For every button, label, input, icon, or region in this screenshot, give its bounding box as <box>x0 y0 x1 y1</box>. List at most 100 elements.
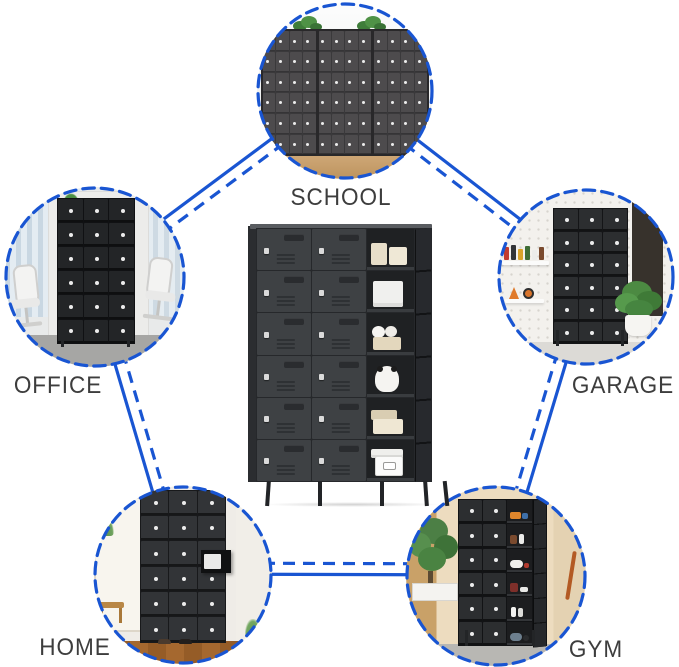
locker-door <box>262 113 275 134</box>
locker-door <box>58 247 83 271</box>
cabinet-leg <box>318 481 322 506</box>
open-locker-door <box>200 550 232 574</box>
locker-door <box>345 113 358 134</box>
locker-door <box>401 72 414 93</box>
locker-door <box>83 222 109 247</box>
locker-door <box>414 72 428 93</box>
locker-door <box>197 515 225 541</box>
locker-door <box>553 209 578 231</box>
dining-table <box>98 601 125 623</box>
shelf-plush-and-basket <box>366 313 414 355</box>
locker-door <box>401 52 414 72</box>
locker-leg <box>127 331 131 348</box>
cabinet-leg <box>380 481 384 506</box>
locker-door <box>262 72 275 93</box>
locker-door <box>276 113 289 134</box>
locker-door <box>483 499 507 524</box>
tool-shelf <box>501 237 550 265</box>
cabinet-top <box>250 224 432 229</box>
locker-door <box>276 134 289 155</box>
locker-door <box>459 524 483 548</box>
locker-door <box>318 31 331 51</box>
locker-door <box>83 295 109 319</box>
locker-doors <box>58 198 134 343</box>
locker-door <box>401 134 414 155</box>
locker-door <box>58 222 83 247</box>
locker-door <box>374 52 387 72</box>
locker-door <box>553 254 578 276</box>
locker-door <box>83 198 109 222</box>
locker-door <box>387 134 401 155</box>
cabinet-front <box>256 228 432 482</box>
locker-door <box>345 31 358 51</box>
locker-door <box>553 276 578 299</box>
locker-door <box>169 617 197 642</box>
locker-door <box>603 254 628 276</box>
locker-door <box>358 52 372 72</box>
locker-door <box>358 93 372 113</box>
school-scene-photo <box>257 3 433 179</box>
locker-door <box>141 541 169 566</box>
shelf-folded-linens <box>366 271 414 313</box>
locker-door <box>345 134 358 155</box>
locker-door <box>318 134 331 155</box>
cabinet-leg <box>423 480 429 507</box>
locker-unit <box>262 31 316 155</box>
product-locker-cabinet <box>248 224 450 507</box>
locker-door <box>331 31 345 51</box>
locker-door <box>414 134 428 155</box>
closed-door-column <box>311 229 366 482</box>
locker-door <box>109 295 134 319</box>
shelf-panda-plush <box>366 355 414 397</box>
potted-plant-icon <box>613 275 665 342</box>
locker-door <box>401 93 414 113</box>
locker-door <box>83 271 109 295</box>
office-scene-photo <box>5 187 185 367</box>
locker-door <box>414 113 428 134</box>
locker-door <box>289 52 302 72</box>
potted-plant-icon <box>408 515 466 606</box>
locker-door <box>109 222 134 247</box>
locker-door <box>262 134 275 155</box>
locker-door <box>345 52 358 72</box>
locker-door <box>197 617 225 642</box>
locker-door <box>289 93 302 113</box>
locker-door <box>578 254 603 276</box>
label-office: OFFICE <box>13 372 103 399</box>
shelf-boxes <box>366 397 414 439</box>
locker-door <box>276 72 289 93</box>
locker-door <box>374 93 387 113</box>
locker-door <box>169 490 197 515</box>
label-school: SCHOOL <box>290 184 392 211</box>
locker-door <box>483 597 507 621</box>
locker-door <box>289 31 302 51</box>
locker-door <box>262 52 275 72</box>
locker-door <box>345 72 358 93</box>
locker-door <box>58 198 83 222</box>
shoes <box>179 639 193 645</box>
locker-door <box>603 231 628 254</box>
locker-door <box>318 93 331 113</box>
locker-door <box>169 515 197 541</box>
open-locker-shelves <box>507 499 532 646</box>
shadow <box>262 502 442 507</box>
locker-door <box>578 321 603 344</box>
locker-door <box>553 231 578 254</box>
school-locker-bank <box>260 29 430 157</box>
locker-door <box>276 93 289 113</box>
open-shelf-column <box>366 229 414 482</box>
plant-icon <box>245 619 262 638</box>
locker-door <box>387 72 401 93</box>
locker-door <box>414 52 428 72</box>
locker-door <box>331 52 345 72</box>
locker-door <box>459 597 483 621</box>
locker-door <box>483 524 507 548</box>
locker-door <box>387 52 401 72</box>
gym-locker <box>458 498 547 648</box>
locker-door <box>414 31 428 51</box>
locker-door <box>459 621 483 646</box>
locker-door <box>331 93 345 113</box>
open-locker-door <box>532 499 546 648</box>
locker-door <box>318 52 331 72</box>
locker-leg <box>465 630 469 647</box>
